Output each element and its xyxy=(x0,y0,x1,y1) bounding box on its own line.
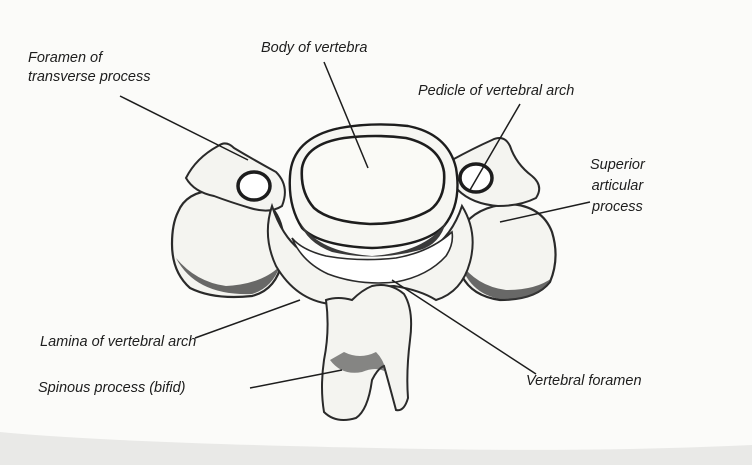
label-pedicle-of-vertebral-arch: Pedicle of vertebral arch xyxy=(418,83,574,100)
label-line: articular xyxy=(590,176,645,197)
leader-foramen-transverse xyxy=(120,96,248,160)
label-line: Foramen of xyxy=(28,49,151,68)
leader-vertebral-foramen xyxy=(392,280,536,374)
leader-lamina xyxy=(195,300,300,338)
label-spinous-process: Spinous process (bifid) xyxy=(38,380,186,397)
label-lamina-of-vertebral-arch: Lamina of vertebral arch xyxy=(40,334,196,351)
label-line: transverse process xyxy=(28,68,151,87)
leader-superior-articular xyxy=(500,202,590,222)
label-body-of-vertebra: Body of vertebra xyxy=(261,40,367,57)
label-superior-articular-process: Superior articular process xyxy=(590,155,645,218)
leader-body-of-vertebra xyxy=(324,62,368,168)
label-vertebral-foramen: Vertebral foramen xyxy=(526,373,642,390)
leader-spinous xyxy=(250,370,342,388)
leader-pedicle xyxy=(470,104,520,190)
label-line: process xyxy=(590,197,645,218)
label-line: Superior xyxy=(590,155,645,176)
label-foramen-of-transverse-process: Foramen of transverse process xyxy=(28,49,151,87)
